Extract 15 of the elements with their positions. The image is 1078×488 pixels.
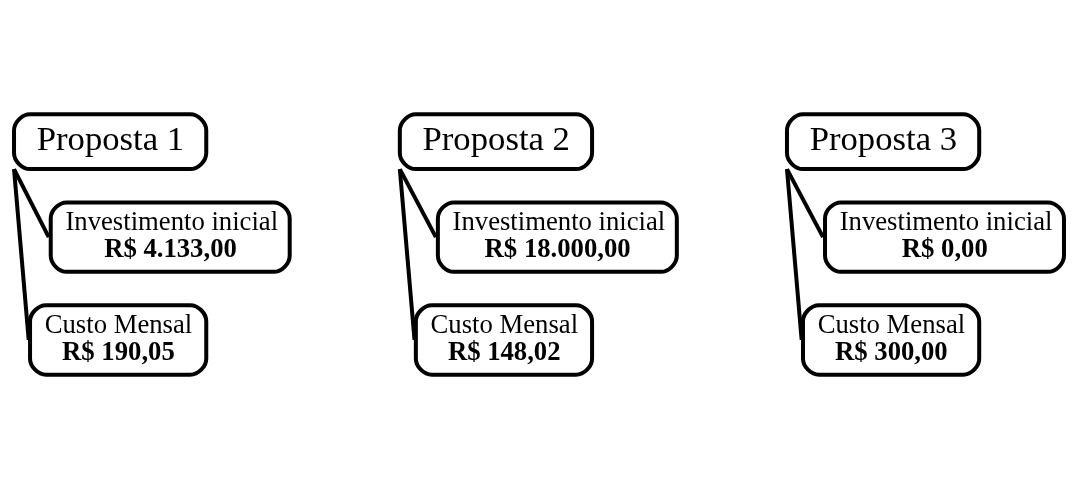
connector — [785, 167, 825, 238]
connector — [784, 168, 804, 340]
connector — [12, 167, 51, 238]
node-box: Custo Mensal R$ 300,00 — [801, 302, 982, 377]
node-box: Proposta 2 — [397, 111, 595, 171]
node-box: Investimento inicial R$ 4.133,00 — [48, 199, 292, 274]
connector — [12, 168, 31, 340]
node-box: Custo Mensal R$ 148,02 — [413, 302, 595, 377]
node-box: Investimento inicial R$ 0,00 — [823, 199, 1066, 274]
connector — [397, 168, 417, 340]
connector — [398, 167, 438, 238]
node-box: Proposta 3 — [784, 111, 982, 171]
node-box: Investimento inicial R$ 18.000,00 — [435, 199, 679, 274]
node-box: Custo Mensal R$ 190,05 — [28, 302, 209, 377]
node-box: Proposta 1 — [12, 111, 209, 171]
